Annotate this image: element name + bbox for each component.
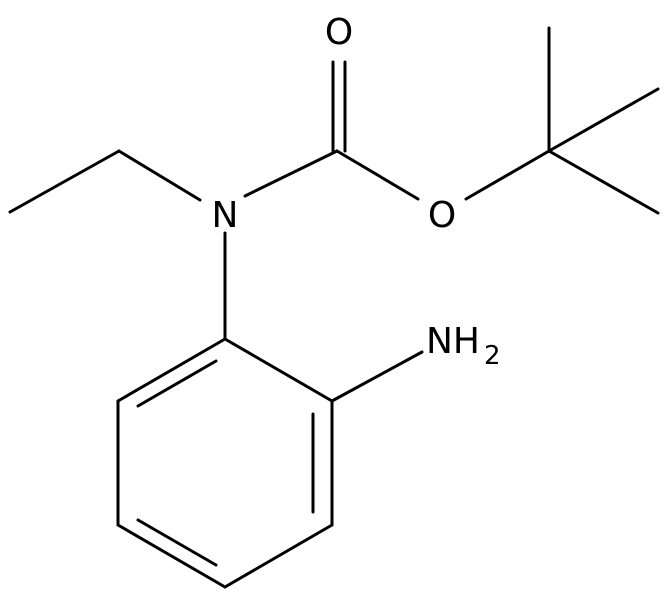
bond-tbu-methyl-upper-right bbox=[547, 87, 660, 153]
ring-bond-top-right bbox=[223, 337, 334, 403]
ester-oxygen-label: O bbox=[428, 195, 456, 236]
bond-ring-amine bbox=[330, 350, 424, 403]
carbonyl-oxygen-label: O bbox=[325, 12, 353, 53]
bond-carbonyl-ester-o bbox=[335, 149, 420, 201]
bond-n-carbonyl bbox=[243, 149, 339, 198]
amine-subscript-label: 2 bbox=[484, 341, 501, 371]
ring-bond-top-left bbox=[116, 337, 227, 403]
ring-bond-bottom-left bbox=[116, 523, 227, 589]
amine-group-label: NH bbox=[426, 321, 480, 362]
amide-nitrogen-label: N bbox=[212, 195, 239, 236]
bond-ester-o-tbu bbox=[464, 149, 551, 201]
ring-inner-double-bottom-left bbox=[136, 518, 218, 567]
bond-tbu-methyl-lower-right bbox=[547, 149, 660, 215]
ring-bond-bottom-right bbox=[223, 523, 334, 589]
ring-inner-double-top-left bbox=[136, 359, 218, 408]
bond-ethyl-ch3-ch2 bbox=[8, 149, 121, 214]
bond-ethyl-ch2-n bbox=[117, 149, 202, 202]
